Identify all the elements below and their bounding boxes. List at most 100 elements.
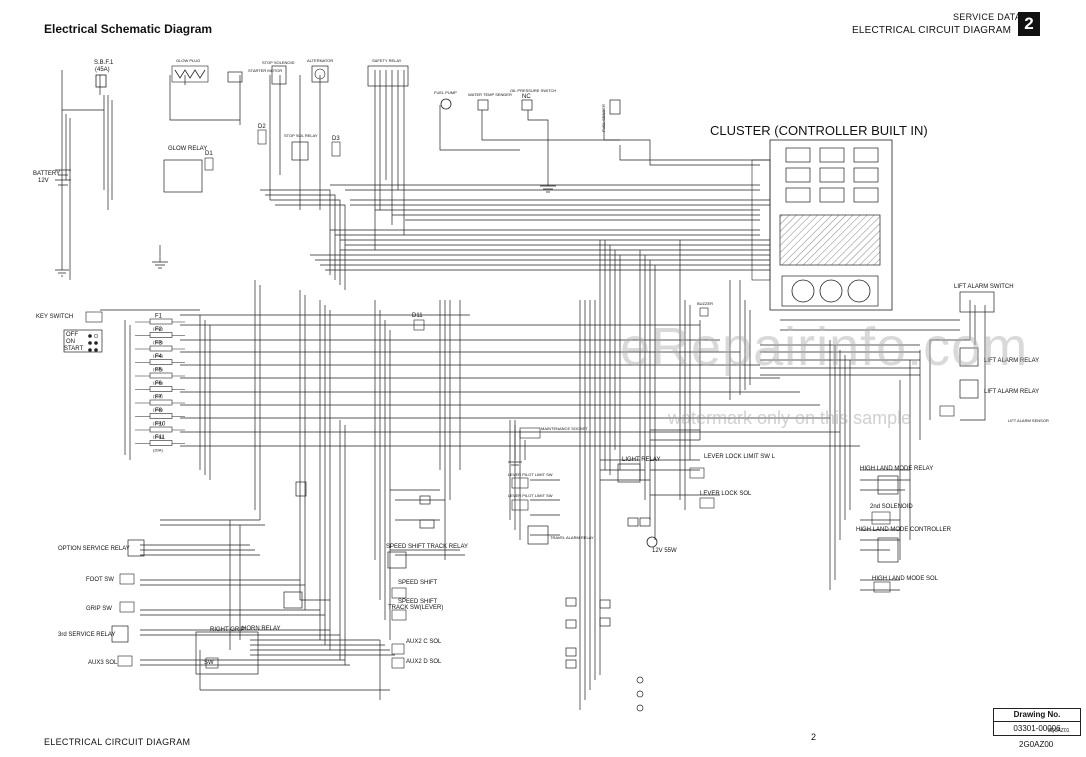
lever-lock-limit-label: LEVER LOCK LIMIT SW L [704,454,776,460]
speed-shift-track-relay: SPEED SHIFT TRACK RELAY [386,544,468,569]
fuse-f10: F10(10A) [135,422,185,439]
watermark-text: eRepairinfo.com [620,317,1029,377]
fuse-body [149,332,173,338]
fuse-name: F4 [155,354,163,360]
stop-solenoid: STOP SOLENOID [262,60,295,85]
light-relay: LIGHT RELAY [617,457,660,483]
d1-label: D1 [205,151,213,157]
speed-shift-track-sw2-label: TRACK SW(LEVER) [388,605,443,611]
travel-alarm-relay-label: TRAVEL ALARM RELAY [550,535,594,540]
fuse-body [149,359,173,365]
key-switch: KEY SWITCH OFF ON START [36,311,103,353]
foot-sw-label: FOOT SW [86,577,114,583]
cluster-unit: CLUSTER (CONTROLLER BUILT IN) [710,123,928,311]
right-grip: RIGHT GRIP SW [195,627,259,675]
speed-shift-sol: SPEED SHIFT [391,580,438,599]
oil-pressure-switch: OIL PRESSURE SWITCH NC [510,88,556,111]
safety-relay: SAFETY RELAY [367,58,409,87]
sub-code: 3Q0AZ01 [1048,728,1070,734]
maintenance-socket-label: MAINTENANCE SOCKET [541,426,588,431]
d3-label: D3 [332,136,340,142]
speed-shift-track-sw-label: SPEED SHIFT [398,599,438,605]
page-title: Electrical Schematic Diagram [44,22,213,36]
oil-pressure-label: OIL PRESSURE SWITCH [510,88,556,93]
glow-plug-label: GLOW PLUG [176,58,200,63]
alternator: ALTERNATOR [307,58,333,83]
glow-relay-label: GLOW RELAY [168,146,207,152]
page-number: 2 [811,732,817,742]
battery-label: BATTERY [33,171,60,177]
fuse-amp: (15A) [153,367,163,372]
fuse-amp: (10A) [153,421,163,426]
diodes: D1 D2 D3 D11 [204,124,425,331]
buzzer-label: BUZZER [697,301,713,306]
travel-alarm-relay: TRAVEL ALARM RELAY [527,525,594,545]
fuse-amp: (10A) [153,380,163,385]
lift-alarm-sensor-label: LIFT ALARM SENSOR [1008,418,1049,423]
lift-alarm-switch: LIFT ALARM SWITCH [954,284,1014,313]
speed-shift-track-relay-label: SPEED SHIFT TRACK RELAY [386,544,468,550]
high-land-controller: HIGH LAND MODE CONTROLLER [856,527,952,563]
fuse-body [149,386,173,392]
sbf-label: S.B.F.1 [94,60,114,66]
fuse-block: F1(10A)F2(10A)F3(10A)F4(15A)F5(10A)F6(10… [135,314,185,453]
lever-limit-sw2-label: LEVER PILOT LIMIT SW [508,493,553,498]
grip-sw-label: GRIP SW [86,606,112,612]
key-on-label: ON [66,339,75,345]
fuse-amp: (10A) [153,326,163,331]
speed-shift-sol-label: SPEED SHIFT [398,580,438,586]
watermark-subtext: watermark only on this sample [668,408,912,428]
key-start-label: START [64,346,83,352]
lever-lock-limit-switch: LEVER LOCK LIMIT SW L [689,454,776,479]
cluster-title: CLUSTER (CONTROLLER BUILT IN) [710,123,928,138]
fuse-f5: F5(10A) [135,368,185,385]
starter-motor-label: STARTER MOTOR [248,68,282,73]
starter-motor: STARTER MOTOR [227,68,282,83]
fuse-amp: (10A) [153,340,163,345]
fuse-body [149,440,173,446]
third-service-relay-label: 3rd SERVICE RELAY [58,632,115,638]
aux2-d-sol-label: AUX2 D SOL [406,659,442,665]
fuse-body [149,345,173,352]
high-land-sol-label: HIGH LAND MODE SOL [872,576,939,582]
d2-label: D2 [258,124,266,130]
circuit-diagram-heading: ELECTRICAL CIRCUIT DIAGRAM [852,25,1012,36]
horn-relay: HORN RELAY [242,591,303,632]
fuse-f8: F8(10A) [135,408,185,426]
fuse-body [149,399,173,406]
speed-shift-track-switch: SPEED SHIFT TRACK SW(LEVER) [388,599,443,621]
wiring [61,70,986,710]
lever-limit-sw1-label: LEVER PILOT LIMIT SW [508,472,553,477]
glow-plug: GLOW PLUG [171,58,209,83]
fuse-name: F7 [155,395,163,401]
fuse-f3: F3(10A) [135,341,185,358]
fuel-pump-label: FUEL PUMP [434,90,457,95]
stop-sol-relay: STOP SOL RELAY [284,133,318,161]
lift-alarm-relay-1-label: LIFT ALARM RELAY [984,358,1039,364]
drawing-number-label: Drawing No. [994,709,1080,722]
stop-sol-relay-label: STOP SOL RELAY [284,133,318,138]
battery: BATTERY 12V [33,169,71,186]
fuse-body [149,372,173,379]
fuse-f7: F7 (10A) [135,395,185,412]
fuse-name: F11 [155,435,166,441]
lever-limit-switches: LEVER PILOT LIMIT SW LEVER PILOT LIMIT S… [508,472,553,511]
fuse-amp: (10A) [153,407,163,412]
fuse-amp: (20A) [153,448,163,453]
sbf-fuse: S.B.F.1 (45A) [94,60,114,88]
foot-switch: FOOT SW [86,573,135,585]
fuel-sender: FUEL SENDER [601,99,621,132]
boom-light-label: 12V 55W [652,548,677,554]
safety-relay-label: SAFETY RELAY [372,58,402,63]
option-service-relay-label: OPTION SERVICE RELAY [58,546,130,552]
aux3-solenoid: AUX3 SOL [88,655,133,667]
water-temp-label: WATER TEMP SENDER [468,92,512,97]
drawing-number-box: Drawing No. 03301-00006 [993,708,1081,736]
fuse-f6: F6(10A) [135,381,185,399]
option-service-relay: OPTION SERVICE RELAY [58,539,145,557]
section-badge: 2 [1018,12,1040,36]
water-temp-sender: WATER TEMP SENDER [468,92,512,111]
lamp-group [295,481,651,712]
key-switch-label: KEY SWITCH [36,314,73,320]
